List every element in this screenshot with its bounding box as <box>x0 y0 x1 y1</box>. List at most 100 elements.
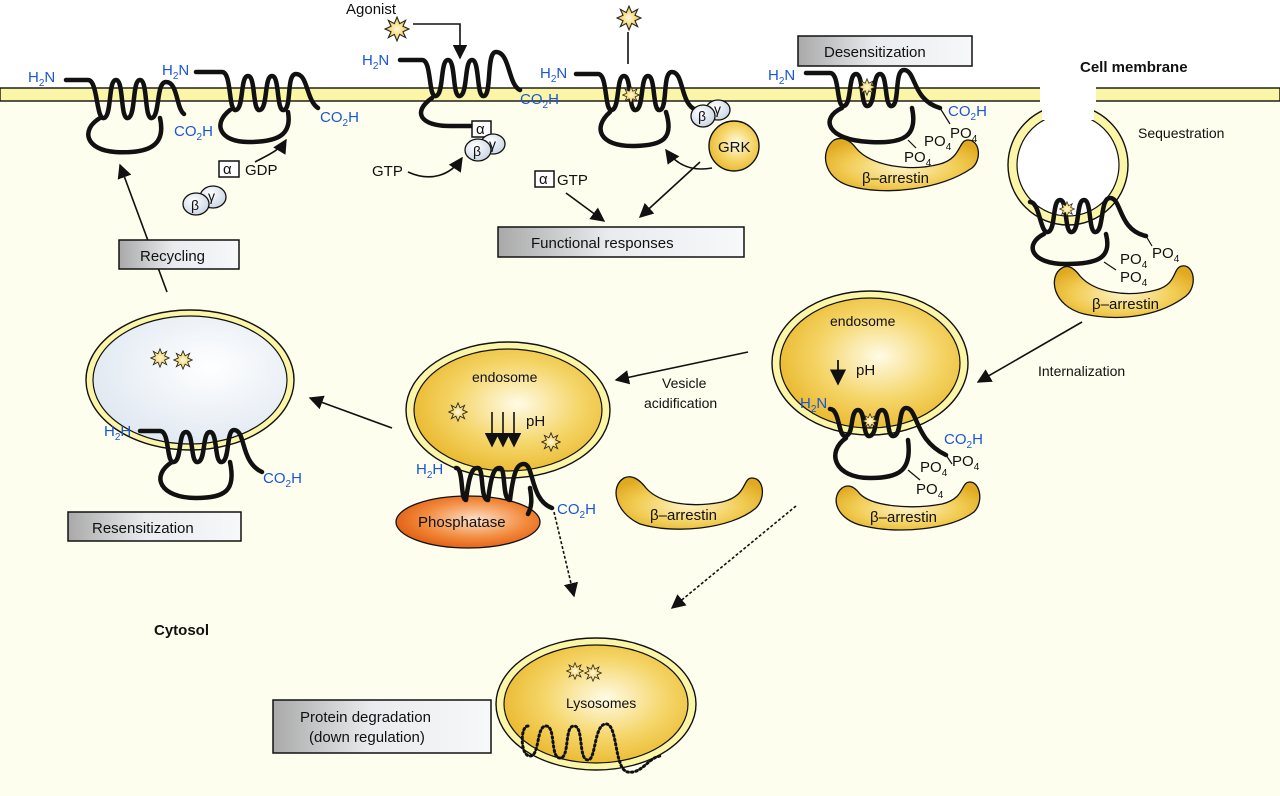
gtp-exchange-arrow <box>407 156 463 178</box>
receptor-2-c-terminus: CO2H <box>320 109 359 129</box>
receptor-inactive-2 <box>193 69 321 145</box>
free-agonist-endosome-1 <box>448 402 468 422</box>
svg-text:β–arrestin: β–arrestin <box>1092 296 1159 313</box>
recycled-agonist-1 <box>150 348 170 368</box>
receptor-dephosphorylated <box>453 461 555 517</box>
receptor-grk-bound <box>573 69 699 149</box>
agonist-bound-desensitized <box>858 78 876 96</box>
svg-text:endosome: endosome <box>830 313 896 329</box>
svg-text:β–arrestin: β–arrestin <box>650 507 717 524</box>
recycling-vesicle <box>85 309 295 451</box>
degradation-arrow-middle <box>553 511 579 598</box>
g-alpha-label-gtp: α <box>539 171 548 188</box>
receptor-1-c-terminus: CO2H <box>174 123 213 143</box>
svg-text:pH: pH <box>526 413 545 430</box>
receptor-inactive-1 <box>63 77 187 155</box>
cytosol-label: Cytosol <box>154 622 209 639</box>
receptor-7-c-terminus: CO2H <box>944 431 983 451</box>
free-beta-gamma-subunits: β γ <box>182 185 227 216</box>
receptor-2-n-terminus: H2N <box>162 62 189 82</box>
recycling-arrow <box>117 163 168 293</box>
receptor-9-n-terminus: H2H <box>104 423 131 443</box>
g-alpha-box-gtp <box>534 170 555 188</box>
grk-to-response-arrow <box>638 161 701 218</box>
phosphate-7b: PO4 <box>952 453 980 473</box>
gdp-label: GDP <box>245 162 278 179</box>
resensitization-label: Resensitization <box>92 520 194 537</box>
agonist-molecule <box>384 16 410 42</box>
cell-membrane-label: Cell membrane <box>1080 59 1188 76</box>
recycling-label: Recycling <box>140 248 205 265</box>
receptor-4-n-terminus: H2N <box>540 65 567 85</box>
degraded-agonist-1 <box>566 662 584 680</box>
degraded-agonist-2 <box>584 664 602 682</box>
svg-text:α: α <box>476 121 485 138</box>
receptor-agonist-activated <box>397 49 523 129</box>
phosphate-5c: PO4 <box>904 149 932 169</box>
svg-text:γ: γ <box>489 136 496 152</box>
grk-beta-gamma: β γ <box>690 99 731 128</box>
svg-text:endosome: endosome <box>472 369 538 385</box>
phosphatase-enzyme: Phosphatase <box>395 495 541 549</box>
svg-text:pH: pH <box>856 362 875 379</box>
grk-phosphorylation-arrow <box>665 148 713 170</box>
svg-text:Lysosomes: Lysosomes <box>566 695 636 711</box>
gdp-to-receptor-arrow <box>254 138 287 163</box>
phosphate-7c: PO4 <box>916 481 944 501</box>
agonist-bound-internalized <box>862 413 878 429</box>
degradation-arrow-right <box>670 505 797 609</box>
receptor-3-n-terminus: H2N <box>362 52 389 72</box>
svg-text:β–arrestin: β–arrestin <box>870 509 937 526</box>
phosphate-7a: PO4 <box>920 459 948 479</box>
svg-text:GRK: GRK <box>718 139 751 156</box>
protein-degradation-label-2: (down regulation) <box>309 729 425 746</box>
functional-responses-label: Functional responses <box>531 235 674 252</box>
receptor-8-n-terminus: H2H <box>416 461 443 481</box>
protein-degradation-box <box>272 699 492 754</box>
internalization-arrow <box>976 321 1083 383</box>
phosphate-6a: PO4 <box>1120 251 1148 271</box>
g-protein-heterotrimer: α β γ <box>464 120 506 162</box>
desensitization-box <box>797 35 973 67</box>
sequestration-vesicle <box>1007 86 1129 226</box>
svg-text:β–arrestin: β–arrestin <box>862 170 929 187</box>
receptor-7-n-terminus: H2N <box>800 395 827 415</box>
free-agonist-endosome-2 <box>541 432 561 452</box>
lysosome: Lysosomes <box>495 637 697 771</box>
early-endosome: endosome pH <box>771 290 969 436</box>
agonist-label: Agonist <box>346 1 397 18</box>
agonist-molecule-2 <box>616 5 642 31</box>
resensitization-box <box>67 511 242 542</box>
functional-responses-box <box>497 226 745 258</box>
svg-text:β: β <box>698 108 706 124</box>
receptor-internalized <box>827 405 953 481</box>
acidified-endosome: endosome pH <box>405 341 611 479</box>
recycled-agonist-2 <box>173 350 193 370</box>
agonist-bound-sequestered <box>1059 201 1075 217</box>
receptor-5-c-terminus: CO2H <box>948 103 987 123</box>
svg-text:γ: γ <box>714 101 721 117</box>
phosphate-6b: PO4 <box>1152 245 1180 265</box>
g-alpha-label-gdp: α <box>223 161 232 178</box>
phosphate-6c: PO4 <box>1120 269 1148 289</box>
receptor-3-c-terminus: CO2H <box>520 91 559 111</box>
phosphate-5a: PO4 <box>924 133 952 153</box>
recycling-box <box>118 239 240 270</box>
vesicle-acidification-arrow <box>614 351 749 385</box>
internalization-label: Internalization <box>1038 363 1125 379</box>
receptor-1-n-terminus: H2N <box>28 69 55 89</box>
desensitization-arrestin: β–arrestin <box>825 137 979 192</box>
svg-text:γ: γ <box>208 188 215 204</box>
sequestration-arrestin: β–arrestin <box>1053 265 1194 319</box>
vesicle-acidification-label-2: acidification <box>644 395 717 411</box>
receptor-desensitized <box>803 67 951 149</box>
receptor-5-n-terminus: H2N <box>768 67 795 87</box>
gtp-label-1: GTP <box>372 163 403 180</box>
agonist-binding-arrow <box>413 23 468 60</box>
endosome-arrestin-bound: β–arrestin <box>835 481 981 531</box>
agonist-bound-grk-receptor <box>622 86 640 104</box>
svg-text:β: β <box>473 143 481 159</box>
protein-degradation-label-1: Protein degradation <box>300 709 431 726</box>
recycling-vesicle-arrow <box>308 395 393 429</box>
